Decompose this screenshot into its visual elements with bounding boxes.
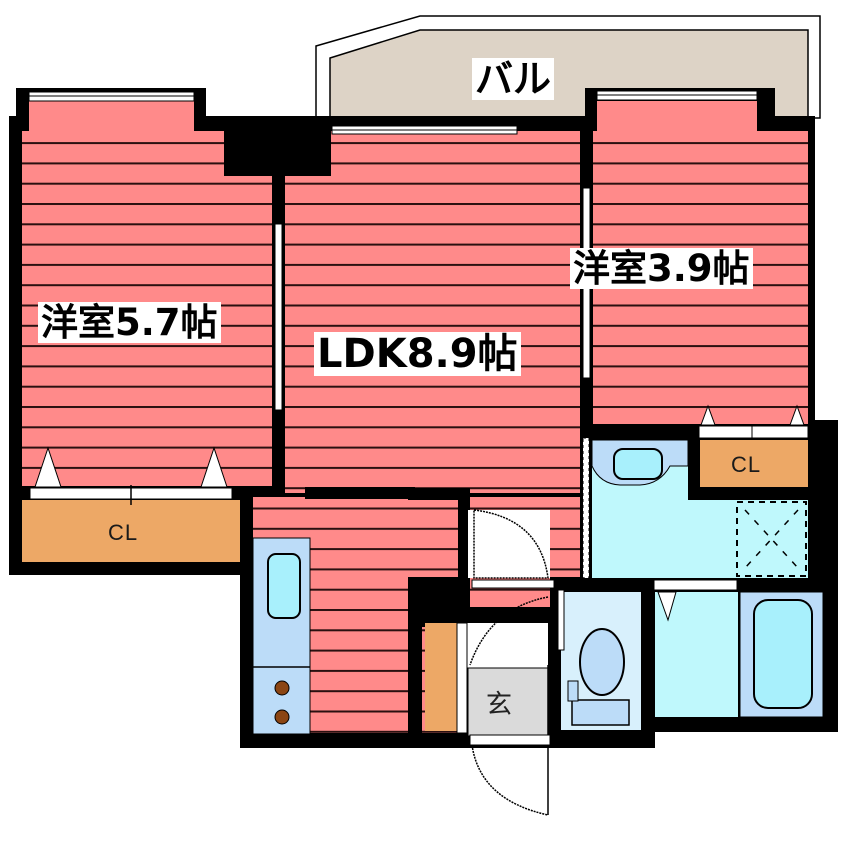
closet-door-marker-icon	[200, 446, 228, 488]
washbasin-icon	[613, 448, 663, 480]
entrance-hall	[425, 509, 555, 816]
closet-1	[22, 446, 240, 562]
closet-door-marker-icon	[789, 404, 805, 426]
washroom	[582, 437, 808, 579]
room-label-western-5-7: 洋室5.7帖	[38, 302, 221, 343]
room-label-western-3-9: 洋室3.9帖	[570, 248, 753, 289]
closet-2	[698, 404, 809, 487]
bathroom	[653, 579, 824, 718]
kitchen-right-wall	[408, 577, 422, 747]
corridor-wall-vertical	[458, 488, 470, 588]
toilet-room	[557, 589, 641, 730]
toilet-tank-icon	[571, 699, 630, 726]
entrance-label: 玄	[486, 690, 513, 720]
closet-door-marker-icon	[700, 404, 716, 426]
kitchen-sink-icon	[267, 553, 301, 619]
laundry-pan-icon	[736, 501, 807, 577]
stove-burner-icon	[274, 680, 290, 696]
stove-burner-icon	[274, 709, 290, 725]
closet-label-2: CL	[731, 452, 762, 477]
shoe-cabinet	[425, 623, 457, 731]
bathtub-icon	[753, 599, 813, 709]
entrance-door-swing	[471, 744, 549, 816]
corridor-wall	[408, 488, 468, 500]
balcony-label: バル	[472, 58, 555, 100]
toilet-bowl-icon	[579, 628, 625, 696]
sliding-door-1[interactable]	[274, 223, 283, 411]
room-ldk	[285, 125, 580, 493]
closet-label-1: CL	[108, 520, 139, 545]
room-label-ldk: LDK8.9帖	[314, 332, 521, 376]
kitchen-counter	[252, 537, 311, 735]
kitchen-divider-wall	[305, 487, 415, 499]
closet-door-marker-icon	[34, 446, 62, 488]
door-marker-icon	[657, 591, 677, 622]
structural-pillar	[224, 116, 331, 176]
